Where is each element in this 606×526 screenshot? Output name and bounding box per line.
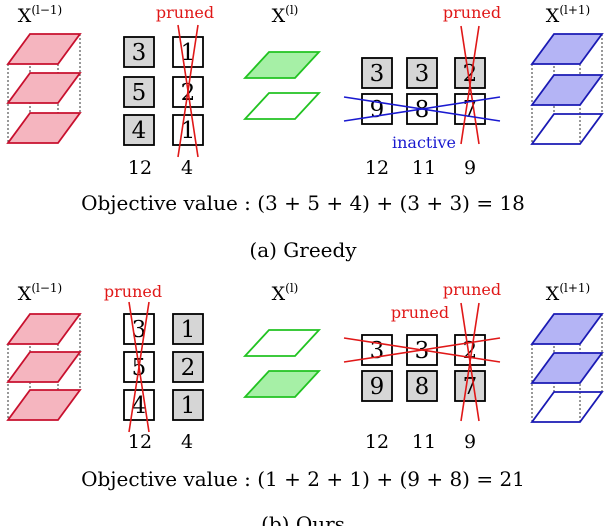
layer-stack	[6, 33, 82, 144]
prune-strike	[128, 301, 150, 433]
prune-strike	[460, 302, 480, 422]
weight-value: 9	[370, 374, 385, 400]
layer-label: X(l+1)	[546, 281, 590, 305]
layer-label: X(l)	[272, 3, 299, 27]
weight-value: 1	[181, 118, 196, 144]
weight-box	[123, 313, 155, 345]
weight-box	[172, 313, 204, 345]
feature-map-plane	[242, 92, 322, 120]
layer-stack	[242, 329, 322, 398]
pruned-label: pruned	[443, 280, 501, 299]
weight-value: 4	[132, 393, 147, 419]
inactive-label: inactive	[392, 133, 456, 152]
weight-value: 1	[181, 317, 196, 343]
weight-box	[172, 351, 204, 383]
weight-box	[123, 114, 155, 146]
column-sum: 12	[365, 157, 389, 179]
pruned-label: pruned	[391, 303, 449, 322]
feature-map-plane	[6, 389, 82, 421]
weight-value: 3	[132, 317, 147, 343]
layer-label: X(l−1)	[18, 281, 62, 305]
layer-stack	[530, 313, 604, 423]
column-sum: 11	[412, 431, 436, 453]
weight-box	[172, 36, 204, 68]
weight-value: 3	[132, 40, 147, 66]
layer-label: X(l+1)	[546, 3, 590, 27]
weight-box	[361, 57, 393, 89]
layer-label: X(l)	[272, 281, 299, 305]
weight-box	[454, 370, 486, 402]
feature-map-plane	[530, 313, 604, 345]
feature-map-plane	[6, 112, 82, 144]
weight-box	[454, 334, 486, 366]
feature-map-plane	[530, 33, 604, 65]
layer-stack	[530, 33, 604, 145]
weight-value: 8	[415, 97, 430, 123]
panel-caption: (b) Ours	[261, 512, 345, 526]
weight-box	[172, 389, 204, 421]
feature-map-plane	[242, 370, 322, 398]
column-sum: 9	[464, 431, 476, 453]
weight-value: 8	[415, 374, 430, 400]
pruned-label: pruned	[443, 3, 501, 22]
column-sum: 4	[181, 157, 193, 179]
panel-ours: X(l−1)X(l)X(l+1)315241pruned124393827pru…	[6, 280, 604, 526]
row-strike	[343, 96, 501, 122]
layer-stack	[242, 51, 322, 120]
column-sum: 11	[412, 157, 436, 179]
column-sum: 4	[181, 431, 193, 453]
prune-strike	[177, 24, 199, 158]
weight-box	[361, 370, 393, 402]
pruned-label: pruned	[104, 282, 162, 301]
feature-map-plane	[530, 74, 604, 106]
weight-value: 7	[463, 374, 478, 400]
feature-map-plane	[242, 329, 322, 357]
weight-value: 4	[132, 118, 147, 144]
weight-value: 1	[181, 393, 196, 419]
weight-value: 2	[181, 355, 196, 381]
weight-value: 3	[370, 61, 385, 87]
panel-caption: (a) Greedy	[249, 238, 357, 262]
feature-map-plane	[530, 352, 604, 384]
weight-box	[123, 389, 155, 421]
feature-map-plane	[6, 351, 82, 383]
prune-strike	[460, 25, 480, 145]
feature-map-plane	[6, 72, 82, 104]
weight-box	[172, 114, 204, 146]
weight-value: 3	[415, 338, 430, 364]
weight-box	[406, 57, 438, 89]
objective-value: Objective value : (1 + 2 + 1) + (9 + 8) …	[81, 467, 525, 491]
layer-label: X(l−1)	[18, 3, 62, 27]
weight-box	[123, 76, 155, 108]
objective-value: Objective value : (3 + 5 + 4) + (3 + 3) …	[81, 191, 525, 215]
feature-map-plane	[242, 51, 322, 79]
weight-box	[123, 36, 155, 68]
feature-map-plane	[530, 113, 604, 145]
panel-greedy: X(l−1)X(l)X(l+1)315241pruned124393827pru…	[6, 3, 604, 262]
layer-stack	[6, 313, 82, 421]
column-sum: 12	[128, 157, 152, 179]
column-sum: 9	[464, 157, 476, 179]
pruned-label: pruned	[156, 3, 214, 22]
weight-box	[361, 334, 393, 366]
weight-value: 3	[415, 61, 430, 87]
row-strike	[343, 337, 501, 363]
column-sum: 12	[128, 431, 152, 453]
weight-box	[361, 93, 393, 125]
weight-value: 5	[132, 80, 147, 106]
weight-value: 2	[463, 61, 478, 87]
weight-box	[454, 93, 486, 125]
feature-map-plane	[530, 391, 604, 423]
weight-value: 1	[181, 40, 196, 66]
feature-map-plane	[6, 313, 82, 345]
column-sum: 12	[365, 431, 389, 453]
feature-map-plane	[6, 33, 82, 65]
weight-box	[406, 370, 438, 402]
